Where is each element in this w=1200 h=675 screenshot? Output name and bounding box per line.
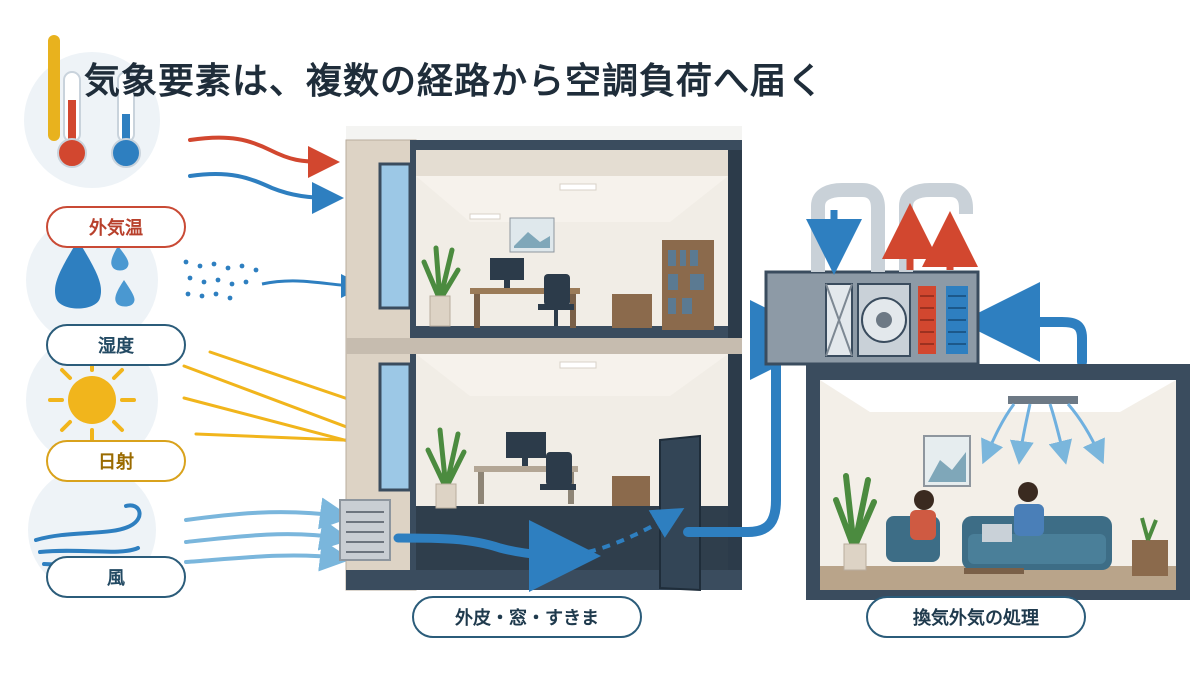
label-ventilation-path: 換気外気の処理 — [866, 596, 1086, 638]
humidity-particles — [183, 259, 259, 301]
warm-air-arrow — [188, 135, 340, 178]
cool-air-arrow — [188, 171, 344, 214]
return-air-arrow — [960, 282, 1087, 367]
label-solar: 日射 — [46, 440, 186, 482]
monitor-icon — [506, 432, 546, 466]
humidity-arrow — [261, 273, 365, 298]
wind-arrows — [184, 497, 352, 572]
ventilation-unit — [764, 183, 980, 366]
office-building — [339, 126, 742, 592]
label-temperature: 外気温 — [46, 206, 186, 248]
plant-icon — [425, 427, 467, 509]
plant-icon — [421, 245, 461, 327]
office-lower-furnishing — [425, 427, 650, 509]
fan-icon — [857, 283, 911, 357]
infiltration-airflow — [393, 519, 601, 592]
monitor-icon — [490, 258, 524, 288]
title-accent-bar — [48, 35, 60, 141]
page-title: 気象要素は、複数の経路から空調負荷へ届く — [84, 61, 825, 102]
label-envelope-path: 外皮・窓・すきま — [412, 596, 642, 638]
label-humidity: 湿度 — [46, 324, 186, 366]
sun-icon — [26, 334, 158, 466]
plant-icon — [833, 473, 877, 571]
office-upper-furnishing — [421, 217, 714, 330]
infiltration-dashed-arrow — [587, 507, 685, 554]
ventilated-room — [806, 364, 1190, 600]
label-wind: 風 — [46, 556, 186, 598]
